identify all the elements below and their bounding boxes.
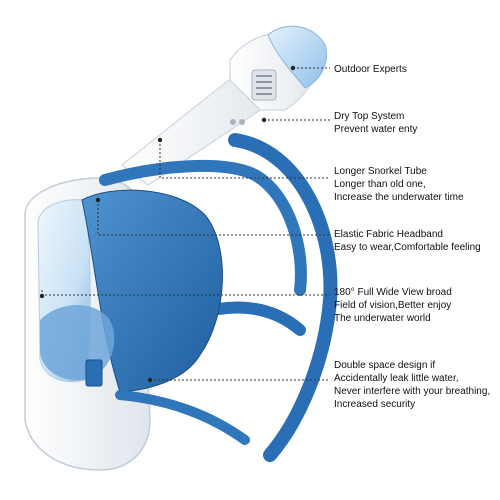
callout-line: Prevent water enty — [334, 124, 418, 135]
callout-dots — [39, 65, 296, 383]
callout-line: Accidentally leak little water, — [334, 373, 459, 384]
strap-buckle — [85, 359, 103, 387]
callout-wide-view: 180° Full Wide View broad Field of visio… — [334, 286, 452, 325]
callout-outdoor-experts: Outdoor Experts — [334, 63, 407, 76]
chin-strap — [115, 390, 250, 445]
callout-dry-top: Dry Top System Prevent water enty — [334, 110, 417, 136]
callout-line: Field of vision,Better enjoy — [334, 300, 452, 311]
callout-line: Outdoor Experts — [334, 64, 407, 75]
callout-line: Double space design if — [334, 360, 436, 371]
dry-top-cap — [267, 25, 327, 89]
callout-line: 180° Full Wide View broad — [334, 287, 452, 298]
callout-headband: Elastic Fabric Headband Easy to wear,Com… — [334, 228, 481, 254]
breathing-chamber — [40, 305, 115, 380]
callout-line: The underwater world — [334, 313, 431, 324]
callout-line: Elastic Fabric Headband — [334, 229, 443, 240]
callout-line: Dry Top System — [334, 111, 405, 122]
silicone-skirt — [81, 189, 223, 393]
vent-grille-icon — [251, 69, 277, 101]
callout-line: Easy to wear,Comfortable feeling — [334, 242, 481, 253]
callout-line: Increase the underwater time — [334, 192, 464, 203]
callout-snorkel-tube: Longer Snorkel Tube Longer than old one,… — [334, 165, 464, 204]
callout-line: Longer Snorkel Tube — [334, 166, 427, 177]
callout-double-space: Double space design if Accidentally leak… — [334, 359, 490, 411]
front-headband — [99, 159, 307, 296]
callout-line: Longer than old one, — [334, 179, 426, 190]
callout-line: Increased security — [334, 399, 416, 410]
rear-headband — [228, 133, 338, 462]
callout-line: Never interfere with your breathing, — [334, 386, 491, 397]
